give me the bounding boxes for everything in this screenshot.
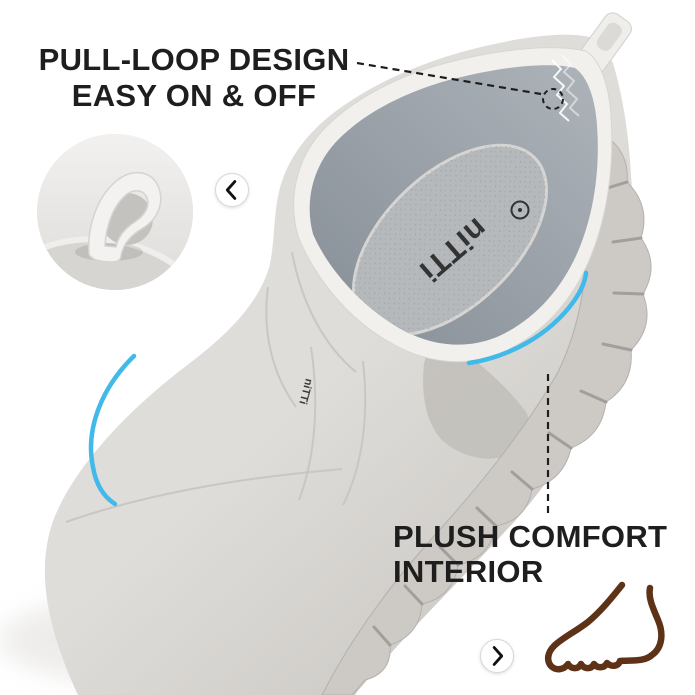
swoosh-right	[466, 270, 589, 366]
insole-logo-badge	[510, 200, 530, 220]
insole-speckle-texture	[353, 145, 547, 335]
chevron-right-indicator	[480, 639, 514, 673]
chevron-right-icon	[492, 646, 504, 666]
pull-loop-stitching	[551, 54, 580, 122]
callout-plush-comfort: PLUSH COMFORT INTERIOR	[393, 519, 667, 589]
callout-pull-loop-line1: PULL-LOOP DESIGN	[38, 42, 350, 77]
chevron-left-icon	[225, 180, 237, 200]
foot-icon	[544, 581, 665, 673]
callout-plush-comfort-line1: PLUSH COMFORT	[393, 519, 668, 554]
boot-seams	[65, 251, 367, 523]
callout-pull-loop-line2: EASY ON & OFF	[71, 78, 317, 113]
callout-plush-comfort-line2: INTERIOR	[393, 554, 544, 589]
pull-loop-target-circle	[542, 88, 564, 110]
chevron-left-indicator	[215, 173, 249, 207]
boot-gusset-panel	[423, 332, 530, 459]
boot-insole-group: niTTi	[352, 143, 548, 337]
inset-pull-strap	[87, 172, 162, 263]
inset-boot-edge	[37, 241, 193, 290]
pull-loop-inset-photo	[37, 134, 193, 290]
swoosh-left	[88, 353, 137, 507]
insole-logo-dot	[518, 208, 522, 212]
callout-pull-loop: PULL-LOOP DESIGN EASY ON & OFF	[10, 42, 378, 114]
pull-loop-closeup-illustration	[37, 134, 193, 290]
